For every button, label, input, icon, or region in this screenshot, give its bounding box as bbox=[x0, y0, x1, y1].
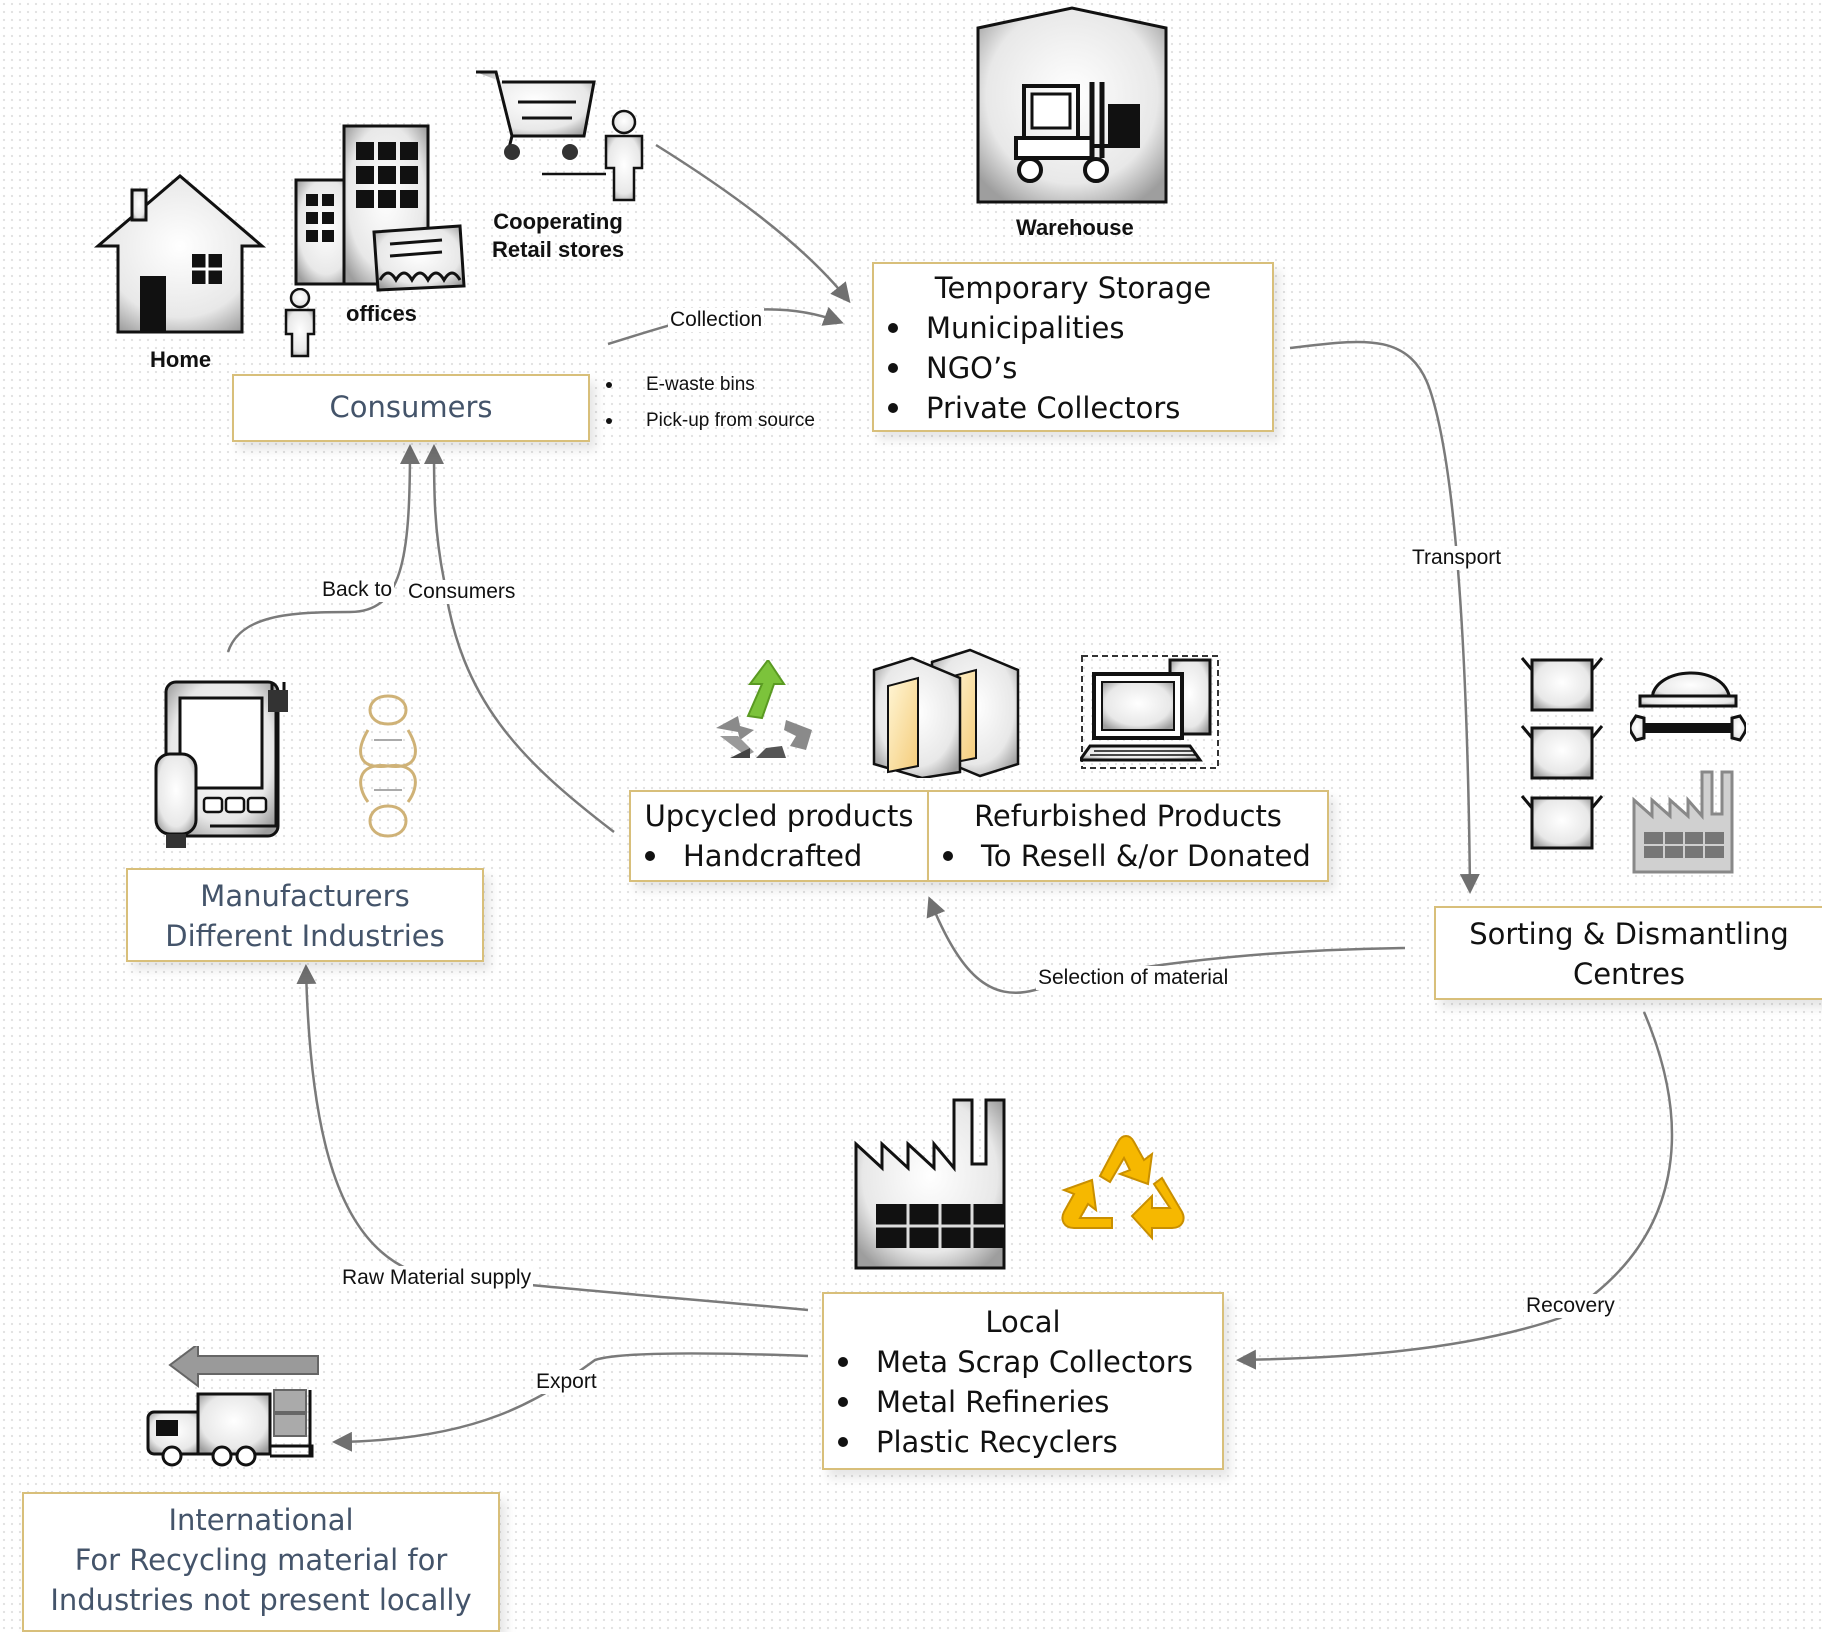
shopping-cart-icon bbox=[476, 70, 644, 202]
manufacturers-line-2: Different Industries bbox=[165, 919, 445, 953]
storage-item-municipalities: Municipalities bbox=[874, 308, 1272, 348]
temporary-storage-title: Temporary Storage bbox=[934, 271, 1212, 305]
sorting-line-2: Centres bbox=[1572, 957, 1686, 991]
delivery-truck-icon bbox=[146, 1346, 319, 1467]
international-line-1: International bbox=[168, 1503, 354, 1537]
international-box: International For Recycling material for… bbox=[22, 1492, 500, 1632]
international-line-3: Industries not present locally bbox=[50, 1583, 472, 1617]
edge-label-back-to: Back to bbox=[320, 578, 395, 602]
computer-icon bbox=[1080, 655, 1219, 769]
refurbished-title: Refurbished Products bbox=[974, 799, 1282, 833]
sorting-dismantling-box: Sorting & Dismantling Centres bbox=[1434, 906, 1822, 1000]
recycle-icon bbox=[1061, 1135, 1185, 1241]
edge-label-export: Export bbox=[534, 1370, 599, 1394]
local-item-plastic: Plastic Recyclers bbox=[824, 1422, 1222, 1462]
warehouse-icon bbox=[976, 6, 1168, 204]
collection-option-2: Pick-up from source bbox=[606, 410, 815, 432]
refurbished-item-resell: To Resell &/or Donated bbox=[929, 836, 1327, 876]
storage-item-private-collectors: Private Collectors bbox=[874, 388, 1272, 428]
retail-label-line-1: Cooperating bbox=[493, 209, 623, 234]
consumers-title: Consumers bbox=[329, 390, 493, 424]
temporary-storage-box: Temporary Storage Municipalities NGO’s P… bbox=[872, 262, 1274, 432]
offices-label: offices bbox=[346, 301, 417, 326]
refurbished-cases-icon bbox=[872, 648, 1020, 778]
collection-option-1: E-waste bins bbox=[606, 374, 755, 396]
local-title: Local bbox=[985, 1305, 1061, 1339]
local-recyclers-box: Local Meta Scrap Collectors Metal Refine… bbox=[822, 1292, 1224, 1470]
edge-label-consumers: Consumers bbox=[406, 580, 518, 604]
electronic-device-icon bbox=[154, 680, 288, 848]
sorting-line-1: Sorting & Dismantling bbox=[1469, 917, 1789, 951]
edge-label-transport: Transport bbox=[1410, 546, 1504, 570]
edge-label-selection: Selection of material bbox=[1036, 966, 1231, 990]
arrow-retail-to-storage bbox=[655, 143, 851, 304]
warehouse-label: Warehouse bbox=[1016, 215, 1134, 240]
office-buildings-icon bbox=[294, 124, 466, 292]
manufacturers-box: Manufacturers Different Industries bbox=[126, 868, 484, 962]
upcycle-recycle-icon bbox=[716, 660, 812, 758]
sorting-bins-icon bbox=[1520, 657, 1604, 850]
upcycled-products-box: Upcycled products Handcrafted bbox=[629, 790, 929, 882]
arrow-transport bbox=[1289, 340, 1480, 894]
arrow-upcycled-to-consumers bbox=[424, 444, 615, 833]
factory-icon bbox=[854, 1098, 1006, 1270]
person-icon bbox=[284, 288, 316, 358]
retail-label: Cooperating Retail stores bbox=[492, 208, 624, 264]
refurbished-products-box: Refurbished Products To Resell &/or Dona… bbox=[927, 790, 1329, 882]
local-item-scrap: Meta Scrap Collectors bbox=[824, 1342, 1222, 1382]
knot-ornament-icon bbox=[359, 694, 417, 838]
edge-label-collection: Collection bbox=[668, 308, 765, 332]
edge-label-raw-material: Raw Material supply bbox=[340, 1266, 534, 1290]
arrow-raw-material bbox=[296, 964, 809, 1312]
factory-small-icon bbox=[1632, 770, 1734, 874]
house-icon bbox=[93, 174, 267, 334]
consumers-box: Consumers bbox=[232, 374, 590, 442]
arrow-back-to bbox=[226, 444, 420, 653]
upcycled-item-handcrafted: Handcrafted bbox=[631, 836, 927, 876]
edge-label-recovery: Recovery bbox=[1524, 1294, 1617, 1318]
arrow-export bbox=[332, 1352, 809, 1452]
retail-label-line-2: Retail stores bbox=[492, 237, 625, 262]
local-item-refineries: Metal Refineries bbox=[824, 1382, 1222, 1422]
manufacturers-line-1: Manufacturers bbox=[200, 879, 410, 913]
international-line-2: For Recycling material for bbox=[74, 1543, 448, 1577]
home-label: Home bbox=[150, 347, 212, 372]
hardhat-wrench-icon bbox=[1630, 671, 1746, 742]
upcycled-title: Upcycled products bbox=[644, 799, 914, 833]
storage-item-ngos: NGO’s bbox=[874, 348, 1272, 388]
